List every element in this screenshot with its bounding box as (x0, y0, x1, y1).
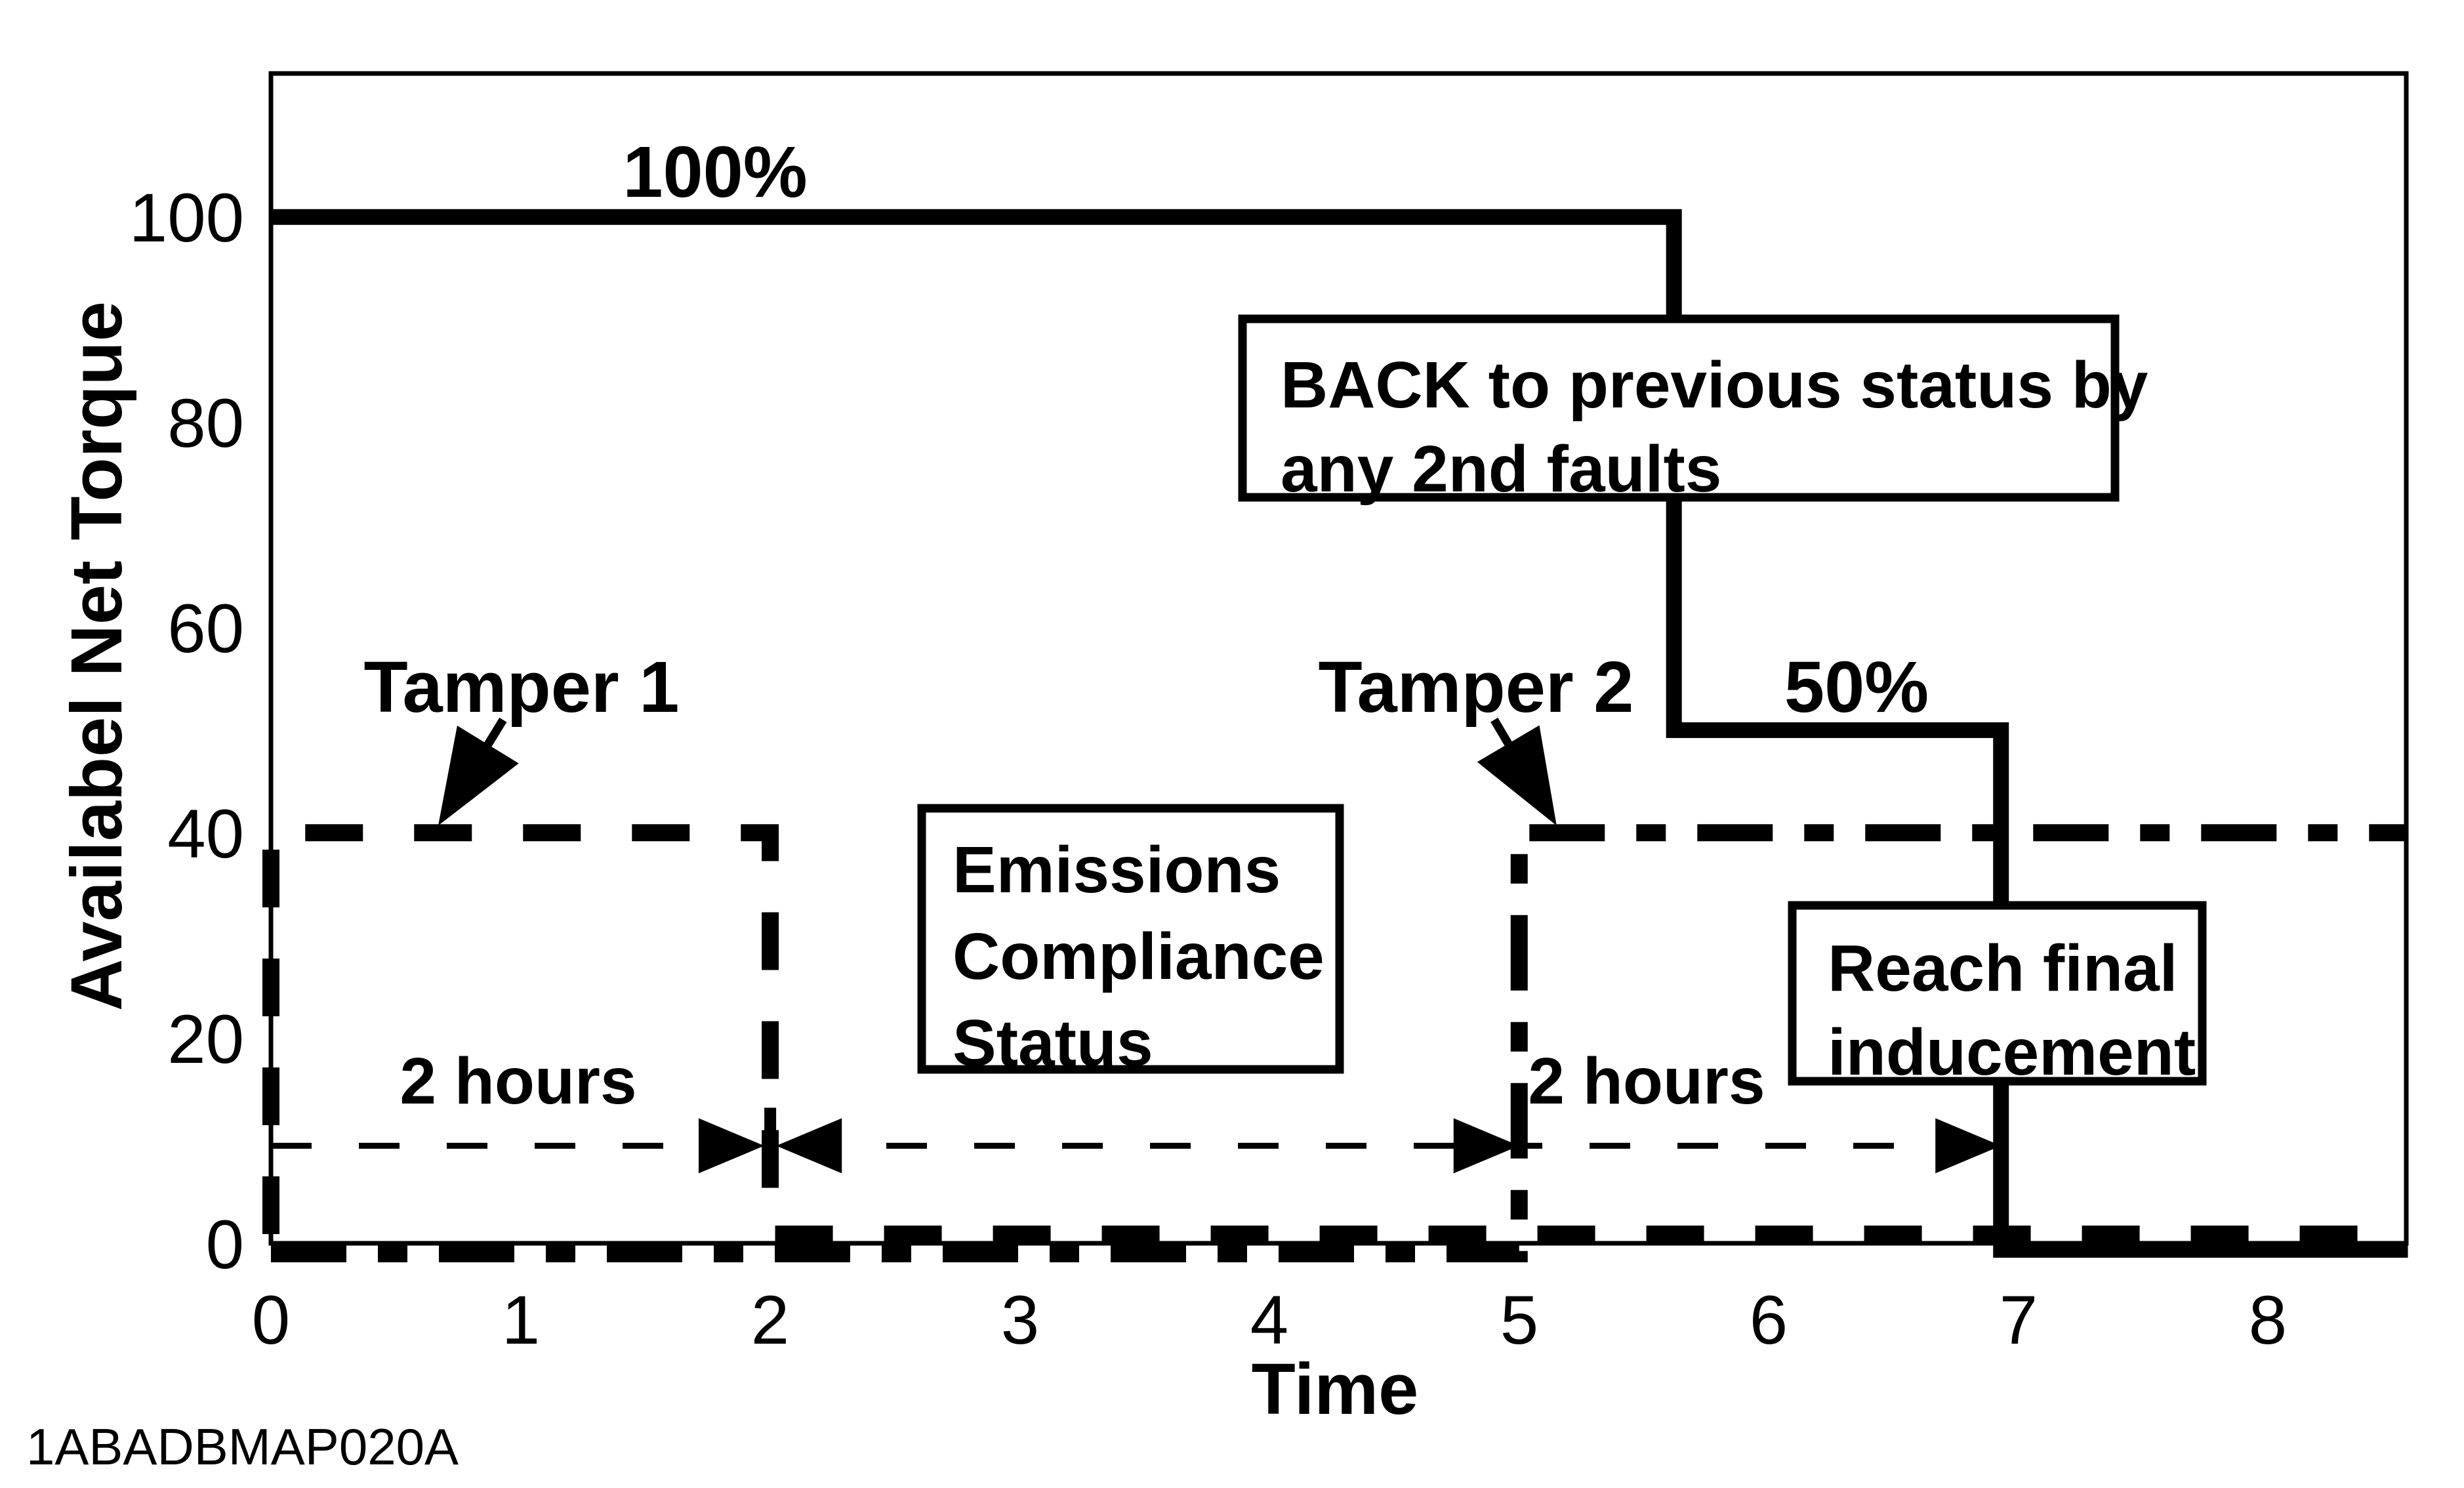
label-50pct: 50% (1784, 647, 1929, 728)
x-axis-title: Time (1252, 1349, 1419, 1430)
available-net-torque-solid-line (271, 209, 2408, 1258)
tamper2-status-dashdot-line (271, 824, 2408, 1262)
tamper1-status-dashed-line (262, 824, 2408, 1243)
chart-labels: 100% 50% Tamper 1 Tamper 2 2 hours 2 hou… (364, 132, 1929, 1118)
back-status-box (1238, 314, 2120, 502)
tamper2-arrow-head (1477, 725, 1557, 826)
y-axis-title: Availabel Net Torque (56, 301, 137, 1011)
tamper1-arrow-head (438, 725, 519, 826)
x-tick-5: 5 (1500, 1282, 1538, 1359)
plot-border (268, 71, 2409, 1246)
measure-arrowhead-left (776, 1118, 842, 1174)
label-2hours-left: 2 hours (400, 1044, 636, 1118)
x-tick-7: 7 (2000, 1282, 2038, 1359)
x-tick-3: 3 (1001, 1282, 1039, 1359)
label-tamper2: Tamper 2 (1319, 647, 1634, 728)
y-tick-100: 100 (129, 180, 244, 257)
x-tick-4: 4 (1250, 1282, 1288, 1359)
reach-line2: inducement (1828, 1016, 2196, 1089)
x-tick-0: 0 (252, 1282, 290, 1359)
x-tick-1: 1 (502, 1282, 540, 1359)
y-tick-80: 80 (167, 385, 244, 462)
emissions-line2: Compliance (953, 920, 1324, 993)
measure-arrowhead-right (1935, 1118, 2002, 1174)
back-status-line2: any 2nd faults (1281, 432, 1721, 506)
x-tick-8: 8 (2249, 1282, 2287, 1359)
x-axis-ticks: 0 1 2 3 4 5 6 7 8 (252, 1282, 2287, 1359)
label-tamper1: Tamper 1 (364, 647, 680, 728)
x-tick-6: 6 (1750, 1282, 1788, 1359)
y-tick-60: 60 (167, 590, 244, 667)
measure-arrowhead-right (1453, 1118, 1519, 1174)
y-tick-0: 0 (206, 1207, 244, 1283)
y-axis-ticks: 100 80 60 40 20 0 (129, 180, 244, 1283)
y-tick-20: 20 (167, 1001, 244, 1078)
back-status-line1: BACK to previous status by (1281, 348, 2148, 422)
emissions-line3: Status (953, 1006, 1153, 1080)
x-tick-2: 2 (751, 1282, 789, 1359)
emissions-line1: Emissions (953, 833, 1281, 907)
emissions-compliance-box (917, 804, 1344, 1074)
label-2hours-right: 2 hours (1528, 1044, 1765, 1118)
reach-final-inducement-box (1788, 901, 2207, 1086)
label-100pct: 100% (623, 132, 807, 213)
y-tick-40: 40 (167, 796, 244, 873)
annotation-boxes: BACK to previous status by any 2nd fault… (917, 314, 2207, 1089)
reach-line1: Reach final (1828, 932, 2178, 1005)
figure-code: 1ABADBMAP020A (26, 1418, 459, 1476)
series-layer (262, 209, 2408, 1262)
measure-bar (764, 1107, 777, 1184)
measure-arrowhead-right (698, 1118, 764, 1174)
